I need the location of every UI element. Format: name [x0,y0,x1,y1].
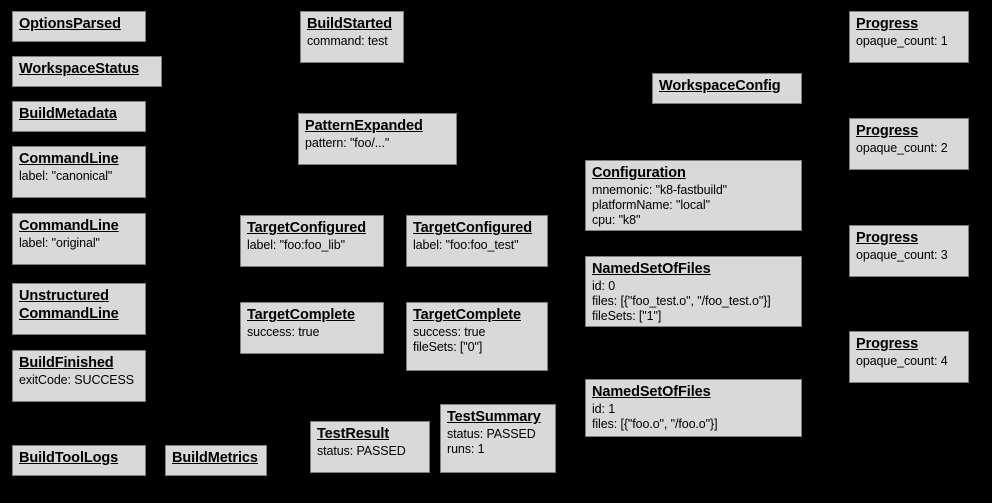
event-node-title: BuildMetrics [172,450,258,466]
event-node-field: status: PASSED [447,426,536,441]
event-node-options-parsed[interactable]: OptionsParsed [12,11,146,42]
event-node-field: label: "original" [19,235,100,250]
event-node-title: BuildFinished [19,355,114,371]
event-node-field: files: [{"foo.o", "/foo.o"}] [592,416,718,431]
event-node-build-tool-logs[interactable]: BuildToolLogs [12,445,146,476]
event-node-title: BuildStarted [307,16,393,32]
event-node-field: label: "foo:foo_test" [413,237,519,252]
event-node-field: mnemonic: "k8-fastbuild" [592,182,728,197]
event-node-title: WorkspaceConfig [659,78,781,94]
event-node-field: cpu: "k8" [592,213,641,228]
event-node-field: runs: 1 [447,441,485,456]
event-node-workspace-status[interactable]: WorkspaceStatus [12,56,162,87]
event-node-field: opaque_count: 2 [856,140,948,155]
event-node-field: id: 1 [592,401,616,416]
event-node-title: Progress [856,16,919,32]
event-node-title: TargetComplete [413,307,521,323]
event-node-field: status: PASSED [317,443,406,458]
event-node-unstructured-command-line[interactable]: Unstructured CommandLine [12,283,146,335]
event-node-title: TestResult [317,426,390,442]
event-node-field: id: 0 [592,278,616,293]
event-node-field: opaque_count: 4 [856,353,948,368]
event-node-title: OptionsParsed [19,16,121,32]
event-node-field: platformName: "local" [592,197,710,212]
event-node-title: BuildMetadata [19,106,117,122]
event-node-title: TargetComplete [247,307,355,323]
event-node-build-metrics[interactable]: BuildMetrics [165,445,267,476]
event-node-title: BuildToolLogs [19,450,119,466]
event-node-title: TargetConfigured [413,220,532,236]
event-node-field: label: "canonical" [19,168,113,183]
event-node-field: label: "foo:foo_lib" [247,237,345,252]
event-node-title: TestSummary [447,409,541,425]
event-node-title: Progress [856,230,919,246]
event-node-field: pattern: "foo/..." [305,135,390,150]
event-node-title: WorkspaceStatus [19,61,139,77]
event-node-field: files: [{"foo_test.o", "/foo_test.o"}] [592,293,771,308]
event-node-field: success: true [247,324,320,339]
event-node-field: fileSets: ["0"] [413,339,483,354]
event-node-field: opaque_count: 3 [856,247,948,262]
event-node-title: PatternExpanded [305,118,423,134]
event-node-title: Progress [856,123,919,139]
event-node-field: opaque_count: 1 [856,33,948,48]
event-node-title: Unstructured CommandLine [19,288,119,322]
event-node-title: NamedSetOfFiles [592,384,711,400]
event-node-title: CommandLine [19,151,119,167]
event-node-build-metadata[interactable]: BuildMetadata [12,101,146,132]
event-node-title: NamedSetOfFiles [592,261,711,277]
event-node-title: Configuration [592,165,686,181]
event-node-field: command: test [307,33,388,48]
event-node-title: CommandLine [19,218,119,234]
event-node-title: TargetConfigured [247,220,366,236]
event-node-workspace-config[interactable]: WorkspaceConfig [652,73,802,104]
event-node-field: success: true [413,324,486,339]
event-node-field: fileSets: ["1"] [592,309,662,324]
event-node-field: exitCode: SUCCESS [19,372,135,387]
event-node-title: Progress [856,336,919,352]
